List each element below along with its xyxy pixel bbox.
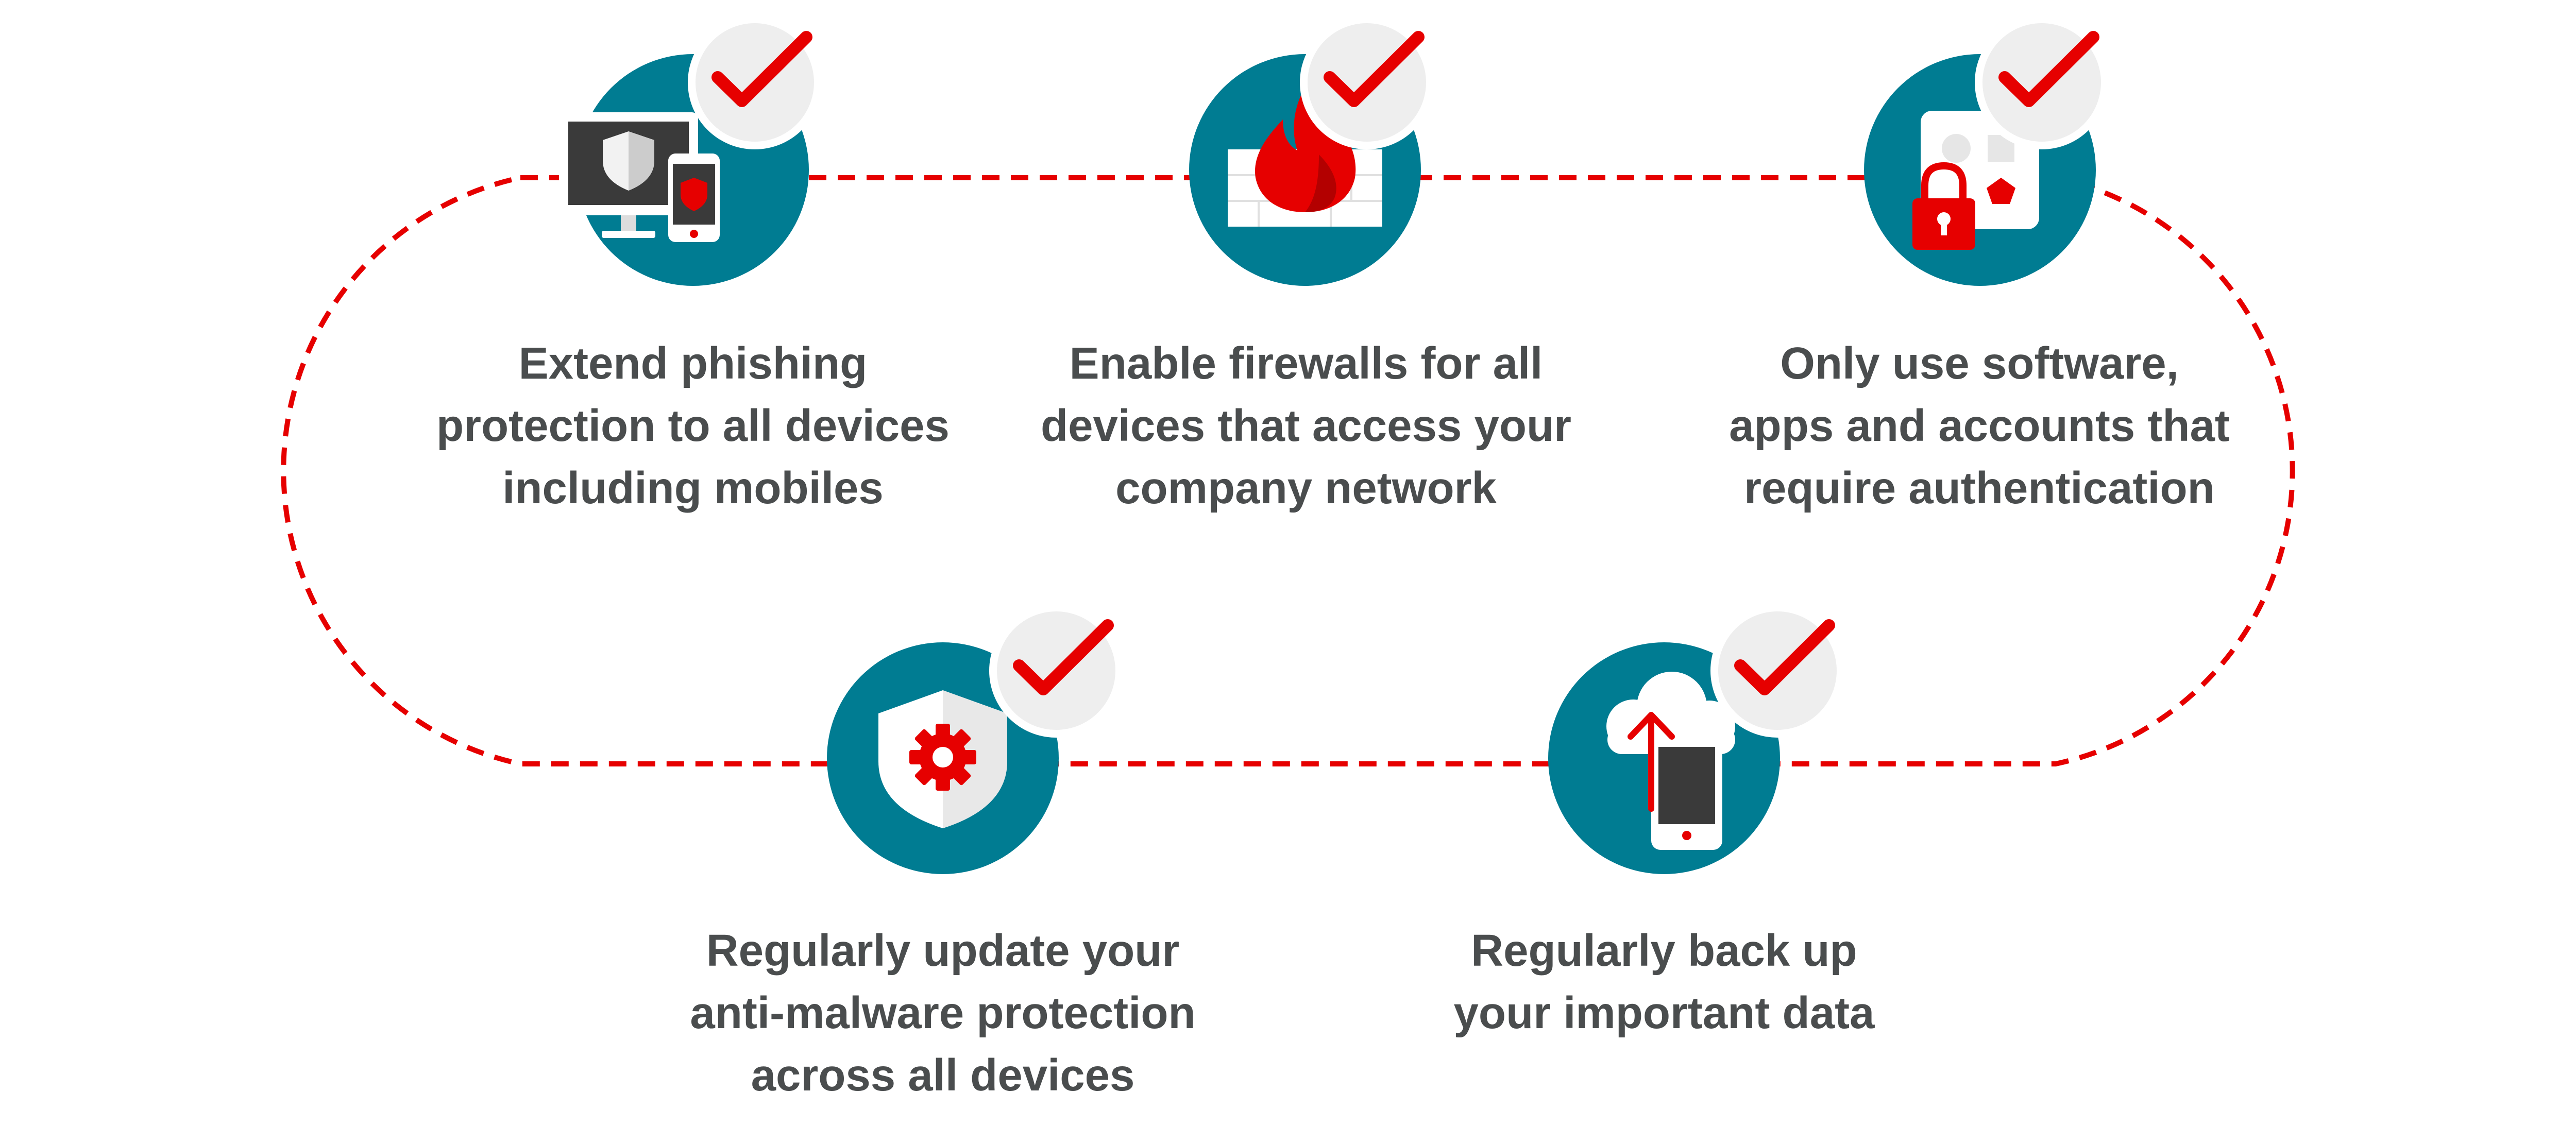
cloud-backup-phone-icon (1606, 672, 1735, 850)
step-1-line-3: including mobiles (502, 463, 884, 513)
step-1-line-2: protection to all devices (436, 401, 950, 451)
step-2-caption: Enable firewalls for all devices that ac… (894, 332, 1718, 519)
step-4-caption: Regularly update your anti-malware prote… (531, 919, 1355, 1106)
step-2-line-3: company network (1115, 463, 1497, 513)
step-1-line-1: Extend phishing (518, 338, 868, 388)
step-3-line-1: Only use software, (1780, 338, 2179, 388)
step-3-caption: Only use software, apps and accounts tha… (1567, 332, 2392, 519)
step-2-checkmark-icon (1300, 15, 1434, 149)
step-1-node (559, 15, 822, 286)
step-4-node (827, 604, 1123, 874)
step-2-line-2: devices that access your (1040, 401, 1572, 451)
step-4-line-1: Regularly update your (706, 926, 1180, 976)
anti-malware-shield-gear-icon (878, 690, 1007, 828)
step-5-checkmark-icon (1710, 604, 1844, 738)
step-3-line-2: apps and accounts that (1729, 401, 2230, 451)
step-4-line-2: anti-malware protection (690, 988, 1196, 1038)
step-2-line-1: Enable firewalls for all (1069, 338, 1543, 388)
step-3-node (1864, 15, 2109, 286)
step-5-caption: Regularly back up your important data (1252, 919, 2076, 1044)
step-3-line-3: require authentication (1744, 463, 2215, 513)
step-1-caption: Extend phishing protection to all device… (281, 332, 1105, 519)
step-4-checkmark-icon (989, 604, 1123, 738)
step-2-node (1189, 15, 1434, 286)
step-5-line-2: your important data (1453, 988, 1875, 1038)
dashed-loop-connector (281, 175, 2295, 766)
step-4-line-3: across all devices (751, 1050, 1135, 1100)
step-5-line-1: Regularly back up (1471, 926, 1857, 976)
step-3-checkmark-icon (1975, 15, 2109, 149)
step-1-checkmark-icon (688, 15, 822, 149)
step-5-node (1548, 604, 1844, 874)
devices-shield-icon (559, 112, 720, 242)
